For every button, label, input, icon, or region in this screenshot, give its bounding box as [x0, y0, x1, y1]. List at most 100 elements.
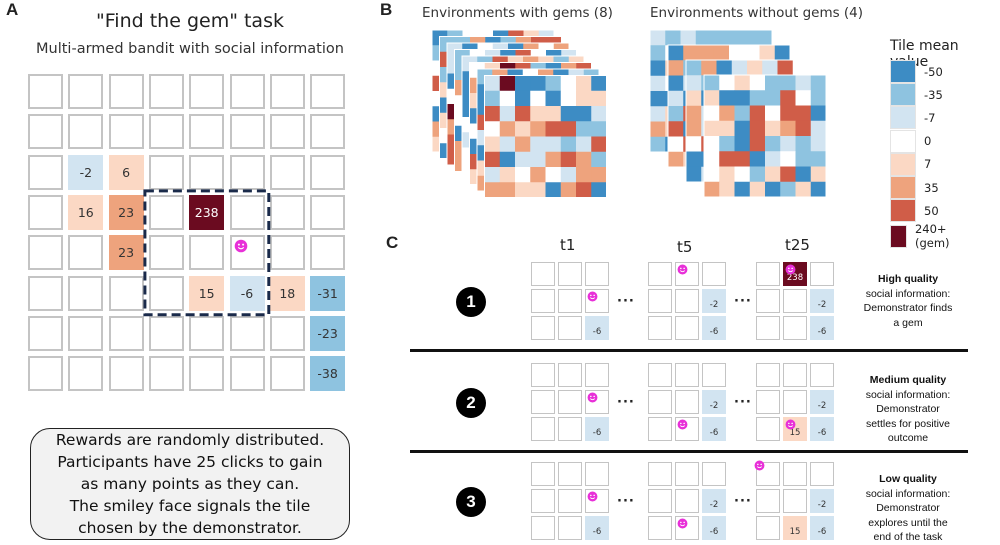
legend-label: -35 — [924, 87, 943, 102]
grid-tile[interactable] — [148, 114, 184, 150]
quality-desc-line: Demonstrator — [876, 502, 940, 514]
grid-tile[interactable]: 18 — [269, 275, 305, 311]
grid-tile[interactable]: -31 — [310, 275, 346, 311]
grid-tile[interactable] — [28, 356, 63, 392]
environment-heatmap — [703, 74, 827, 198]
grid-tile[interactable] — [28, 194, 63, 230]
grid-tile[interactable] — [68, 315, 104, 351]
grid-tile[interactable] — [310, 114, 346, 150]
grid-tile[interactable] — [148, 275, 184, 311]
grid-tile[interactable] — [229, 194, 265, 230]
grid-tile[interactable] — [229, 114, 265, 150]
grid-tile[interactable] — [108, 315, 144, 351]
grid-tile[interactable] — [148, 194, 184, 230]
grid-tile[interactable] — [269, 315, 305, 351]
environment-heatmap — [484, 75, 607, 198]
grid-tile[interactable] — [68, 114, 104, 150]
quality-desc-line: outcome — [887, 432, 929, 444]
grid-tile[interactable] — [310, 235, 346, 271]
grid-tile[interactable]: 23 — [108, 235, 144, 271]
ellipsis: ··· — [734, 294, 752, 309]
mini-grid-tile: -6 — [810, 316, 834, 340]
smiley-icon — [587, 291, 598, 302]
grid-tile[interactable] — [68, 235, 104, 271]
grid-tile[interactable] — [189, 114, 225, 150]
grid-tile[interactable] — [269, 114, 305, 150]
instruction-line-5: chosen by the demonstrator. — [78, 519, 302, 537]
task-subtitle: Multi-armed bandit with social informati… — [36, 41, 344, 57]
grid-tile[interactable] — [68, 275, 104, 311]
grid-tile[interactable]: 15 — [189, 275, 225, 311]
grid-tile[interactable]: -23 — [310, 315, 346, 351]
quality-desc-line: social information: — [865, 287, 951, 300]
mini-grid-tile — [558, 417, 582, 441]
mini-grid-tile: -2 — [702, 390, 726, 414]
mini-grid-tile — [675, 289, 699, 313]
mini-tile-value: -2 — [817, 401, 827, 411]
legend-swatch — [890, 152, 916, 176]
mini-grid-tile — [531, 462, 555, 486]
grid-tile[interactable] — [148, 154, 184, 190]
grid-tile[interactable]: 23 — [108, 194, 144, 230]
grid-tile[interactable]: -38 — [310, 356, 346, 392]
grid-tile[interactable] — [189, 74, 225, 109]
mini-tile-value: -6 — [592, 428, 602, 438]
grid-tile[interactable] — [108, 356, 144, 392]
mini-tile-value: -6 — [709, 327, 719, 337]
grid-tile[interactable] — [310, 154, 346, 190]
grid-tile[interactable] — [68, 356, 104, 392]
grid-tile[interactable] — [310, 74, 346, 109]
grid-tile[interactable]: -6 — [229, 275, 265, 311]
grid-tile[interactable] — [28, 114, 63, 150]
grid-tile[interactable] — [269, 235, 305, 271]
grid-tile[interactable] — [28, 315, 63, 351]
grid-tile[interactable] — [269, 356, 305, 392]
grid-tile[interactable]: 6 — [108, 154, 144, 190]
mini-grid-tile: -2 — [702, 489, 726, 513]
grid-tile[interactable] — [148, 356, 184, 392]
grid-tile[interactable] — [68, 74, 104, 109]
grid-tile[interactable]: 238 — [189, 194, 225, 230]
mini-tile-value: -6 — [709, 428, 719, 438]
grid-tile[interactable] — [148, 315, 184, 351]
grid-tile[interactable] — [108, 74, 144, 109]
grid-tile[interactable] — [229, 74, 265, 109]
mini-grid-tile — [783, 462, 807, 486]
grid-tile[interactable] — [28, 235, 63, 271]
grid-tile[interactable] — [269, 74, 305, 109]
grid-tile[interactable] — [229, 235, 265, 271]
mini-grid-tile — [675, 516, 699, 540]
grid-tile[interactable] — [229, 356, 265, 392]
grid-tile[interactable] — [28, 74, 63, 109]
tile-value: 238 — [194, 204, 219, 220]
grid-tile[interactable]: -2 — [68, 154, 104, 190]
tile-value: -6 — [240, 285, 254, 301]
grid-tile[interactable] — [189, 315, 225, 351]
grid-tile[interactable] — [229, 315, 265, 351]
grid-tile[interactable] — [28, 275, 63, 311]
mini-grid-tile — [756, 289, 780, 313]
grid-tile[interactable] — [148, 74, 184, 109]
instruction-line-2: Participants have 25 clicks to gain — [57, 453, 323, 471]
time-label-t25: t25 — [785, 236, 810, 254]
grid-tile[interactable] — [108, 275, 144, 311]
mini-tile-value: -6 — [817, 428, 827, 438]
grid-tile[interactable] — [28, 154, 63, 190]
grid-tile[interactable]: 16 — [68, 194, 104, 230]
grid-tile[interactable] — [148, 235, 184, 271]
grid-tile[interactable] — [310, 194, 346, 230]
grid-tile[interactable] — [269, 194, 305, 230]
grid-tile[interactable] — [229, 154, 265, 190]
legend-swatch — [890, 83, 916, 107]
quality-desc-line: settles for positive — [865, 417, 951, 430]
grid-tile[interactable] — [189, 356, 225, 392]
tile-value: 16 — [77, 204, 94, 220]
tile-value: 18 — [279, 285, 296, 301]
grid-tile[interactable] — [189, 154, 225, 190]
grid-tile[interactable] — [108, 114, 144, 150]
tile-value: -2 — [79, 164, 93, 180]
grid-tile[interactable] — [189, 235, 225, 271]
grid-tile[interactable] — [269, 154, 305, 190]
mini-grid-tile: -6 — [585, 516, 609, 540]
